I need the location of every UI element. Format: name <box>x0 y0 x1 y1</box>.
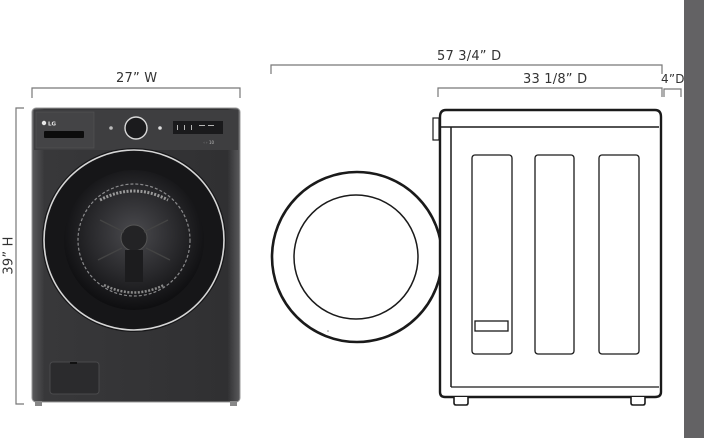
front-view-washer: LG ◦◦ 10 <box>31 107 241 406</box>
svg-text:LG: LG <box>48 122 57 128</box>
depth-door-open-bracket <box>270 64 663 74</box>
wall <box>684 0 704 438</box>
side-view-washer <box>270 108 663 406</box>
rear-clearance-bracket <box>663 88 682 97</box>
height-bracket <box>15 107 24 405</box>
svg-text:◦◦ 10: ◦◦ 10 <box>203 140 215 145</box>
depth-body-bracket <box>437 87 663 97</box>
width-label: 27” W <box>116 71 158 86</box>
rear-clearance-label: 4”D <box>661 72 685 86</box>
depth-body-label: 33 1/8” D <box>523 72 588 87</box>
width-bracket <box>31 87 241 98</box>
depth-door-open-label: 57 3/4” D <box>437 49 502 64</box>
